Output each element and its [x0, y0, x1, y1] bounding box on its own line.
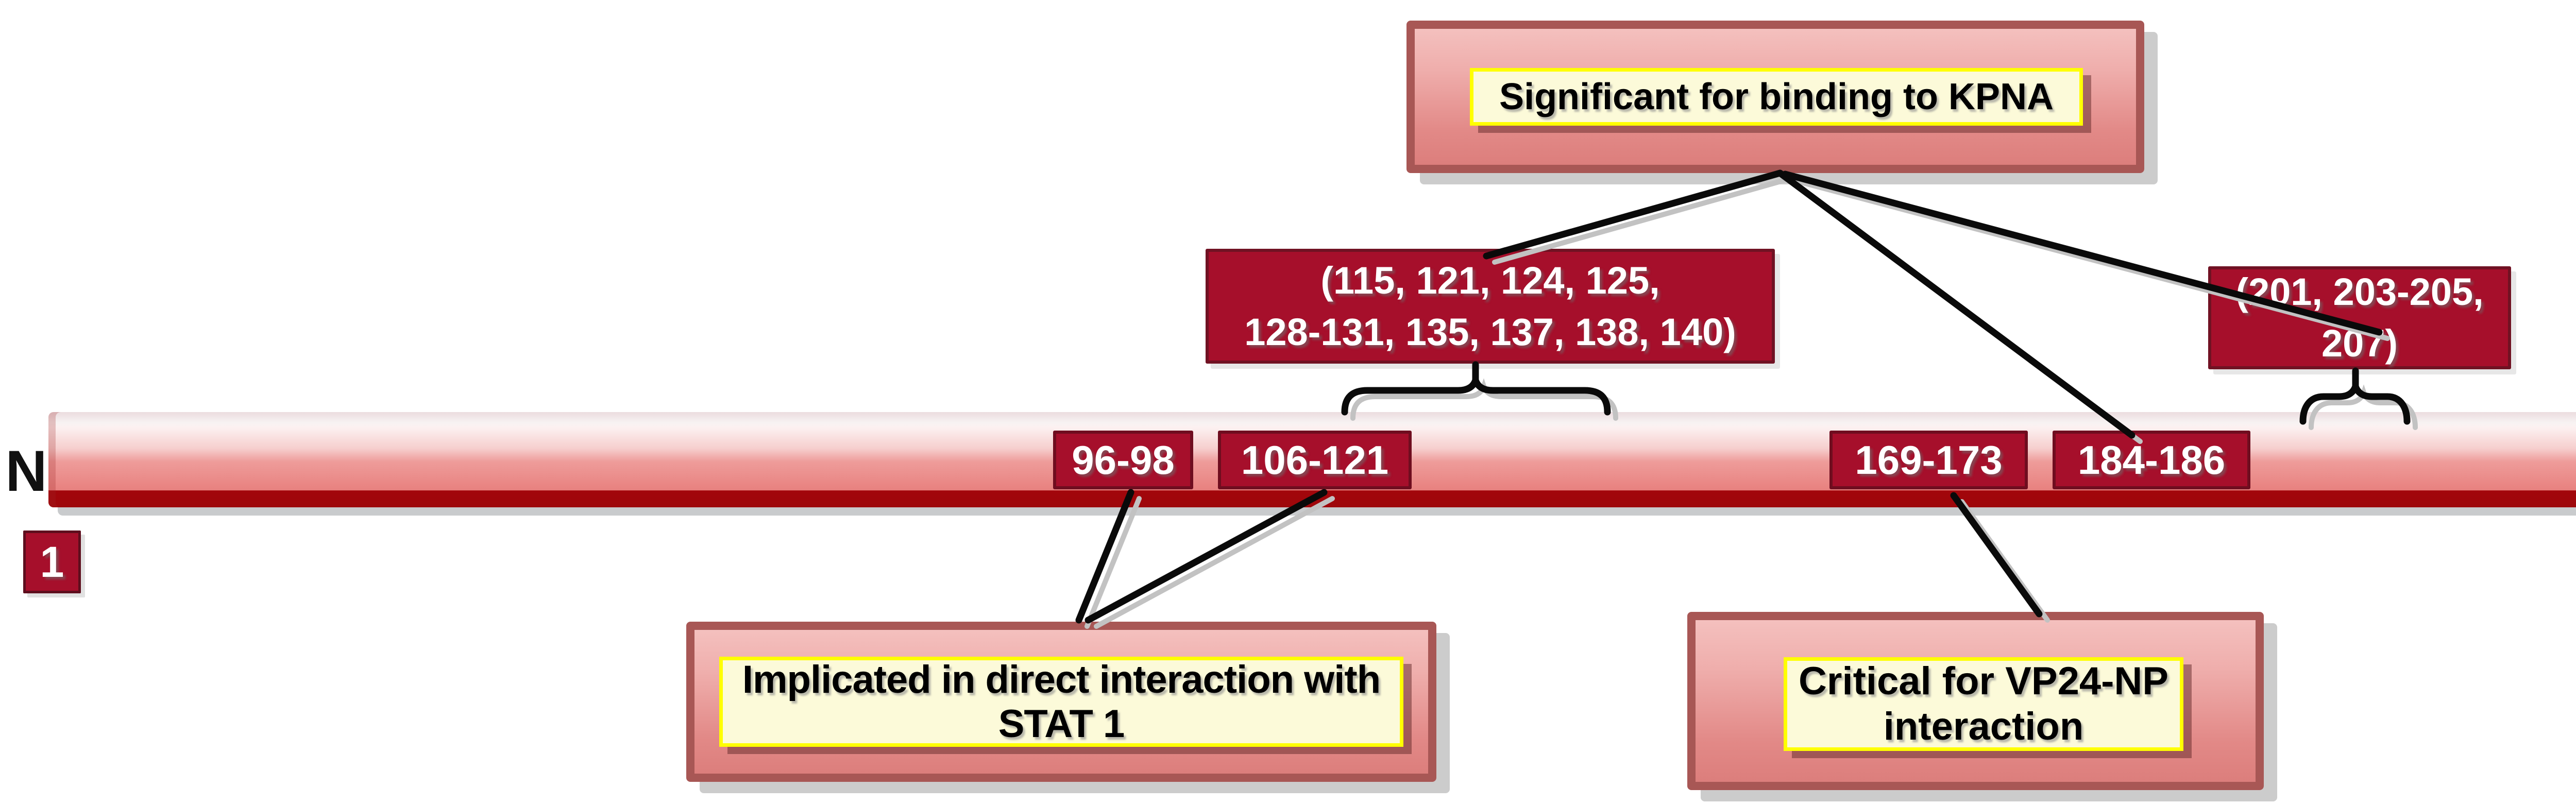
start-residue-badge: 1	[23, 531, 81, 593]
connector-region-106-121-to-stat1-shadow	[1094, 496, 1335, 629]
left-brace	[1341, 369, 1611, 416]
region-box-169-173: 169-173	[1829, 431, 2028, 489]
stat1-annotation-line1: Implicated in direct interaction with	[742, 657, 1381, 702]
residue-list-right-line2: 207)	[2321, 322, 2398, 365]
residue-list-left-line2: 128-131, 135, 137, 138, 140)	[1244, 310, 1736, 353]
stat1-annotation-text: Implicated in direct interaction with ST…	[719, 657, 1403, 747]
connector-kpna-to-left-residues	[1483, 169, 1784, 260]
vp24np-annotation-text: Critical for VP24-NP interaction	[1784, 657, 2183, 751]
n-terminus-label: N	[5, 438, 47, 503]
kpna-annotation-callout: Significant for binding to KPNA	[1406, 21, 2144, 173]
kpna-annotation-text: Significant for binding to KPNA	[1470, 68, 2083, 126]
connector-region-96-98-to-stat1	[1075, 489, 1134, 624]
stat1-annotation-line2: STAT 1	[998, 702, 1125, 746]
region-box-106-121: 106-121	[1218, 431, 1412, 489]
vp24np-annotation-callout: Critical for VP24-NP interaction	[1687, 612, 2264, 790]
connector-kpna-to-region-184-186-shadow	[1786, 177, 2143, 444]
vp24np-annotation-line1: Critical for VP24-NP	[1799, 659, 2168, 703]
connector-region-106-121-to-stat1	[1084, 489, 1328, 624]
residue-list-box-right: (201, 203-205, 207)	[2208, 266, 2511, 369]
stat1-annotation-callout: Implicated in direct interaction with ST…	[686, 622, 1436, 782]
residue-list-right-line1: (201, 203-205,	[2235, 270, 2484, 313]
region-box-184-186: 184-186	[2053, 431, 2250, 489]
connector-region-169-173-to-vp24np	[1950, 492, 2043, 618]
connector-kpna-to-region-184-186	[1776, 169, 2136, 439]
connector-region-169-173-to-vp24np-shadow	[1959, 499, 2050, 623]
connector-region-96-98-to-stat1-shadow	[1084, 496, 1142, 629]
residue-list-left-line1: (115, 121, 124, 125,	[1320, 259, 1660, 302]
region-box-96-98: 96-98	[1053, 431, 1193, 489]
residue-list-box-left: (115, 121, 124, 125, 128-131, 135, 137, …	[1206, 249, 1775, 364]
vp24np-annotation-line2: interaction	[1883, 705, 2084, 748]
